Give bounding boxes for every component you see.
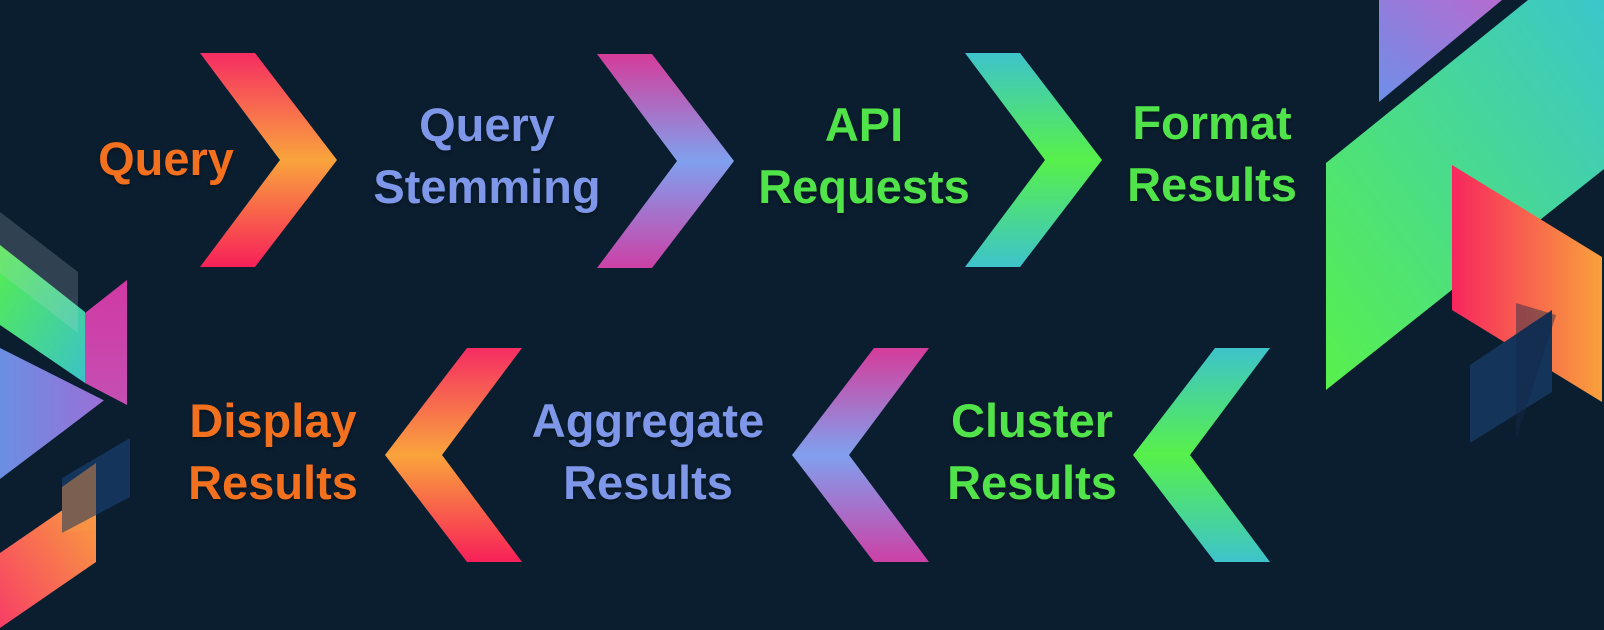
decor-left-navy-parallelogram (62, 438, 130, 533)
decor-left-green-band (0, 245, 85, 383)
decor-left-cluster (0, 212, 132, 628)
step-label-api-requests: API Requests (758, 98, 970, 213)
decor-right-pink-orange-parallelogram (1452, 165, 1602, 402)
decor-right-navy-parallelogram (1470, 310, 1552, 443)
chevron-left-arrow-1 (385, 348, 522, 562)
chevron-right-arrow-1 (200, 53, 337, 267)
step-label-query-stemming: Query Stemming (373, 98, 601, 213)
chevron-right-arrow-2 (597, 54, 734, 268)
flow-connectors (200, 53, 1270, 562)
decor-right-shadow-facet (1516, 303, 1556, 440)
decor-left-orange-overlap-facet (62, 463, 96, 533)
decor-left-slate-band (0, 212, 78, 333)
chevron-left-arrow-2 (792, 348, 929, 562)
step-label-cluster-results: Cluster Results (947, 394, 1117, 509)
chevron-right-arrow-3 (965, 53, 1102, 267)
step-label-aggregate-results: Aggregate Results (531, 394, 765, 509)
decor-right-cluster (1326, 0, 1604, 443)
decor-right-blue-purple-triangle (1379, 0, 1502, 102)
step-label-display-results: Display Results (188, 394, 358, 509)
step-label-format-results: Format Results (1127, 96, 1297, 211)
step-label-query: Query (98, 132, 234, 185)
chevron-left-arrow-3 (1133, 348, 1270, 562)
decor-left-magenta-parallelogram (85, 280, 127, 405)
